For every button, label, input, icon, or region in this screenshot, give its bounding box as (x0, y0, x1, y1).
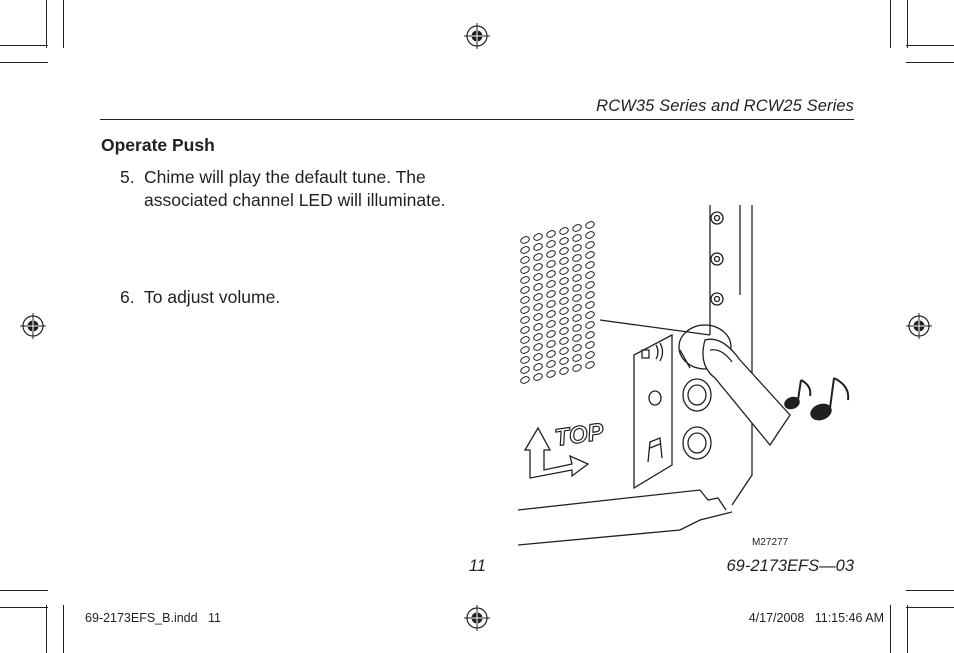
crop-mark (906, 62, 954, 63)
crop-mark (46, 0, 47, 48)
registration-mark-icon (20, 313, 46, 339)
crop-mark (906, 590, 954, 591)
crop-mark (0, 62, 48, 63)
crop-mark (63, 0, 64, 48)
step-5: 5. Chime will play the default tune. The… (120, 166, 500, 214)
crop-mark (0, 590, 48, 591)
step-6: 6. To adjust volume. (120, 286, 500, 310)
crop-mark (63, 605, 64, 653)
crop-mark (907, 605, 908, 653)
crop-mark (46, 605, 47, 653)
slug-filename: 69-2173EFS_B.indd 11 (85, 611, 221, 625)
header-rule (100, 119, 854, 120)
section-heading: Operate Push (101, 135, 215, 155)
registration-mark-icon (464, 23, 490, 49)
crop-mark (890, 605, 891, 653)
chime-volume-illustration: TOP (517, 205, 850, 546)
crop-mark (0, 607, 48, 608)
registration-mark-icon (906, 313, 932, 339)
top-label: TOP (553, 418, 606, 452)
page-number: 11 (468, 557, 486, 575)
figure-code: M27277 (752, 537, 789, 548)
step-number: 6. (120, 287, 135, 307)
running-header: RCW35 Series and RCW25 Series (596, 97, 854, 115)
document-number: 69-2173EFS—03 (726, 557, 855, 575)
crop-mark (906, 607, 954, 608)
step-number: 5. (120, 167, 135, 187)
slug-timestamp: 4/17/2008 11:15:46 AM (748, 611, 884, 625)
crop-mark (907, 0, 908, 48)
registration-mark-icon (464, 605, 490, 631)
step-text-line: Chime will play the default tune. The (144, 167, 426, 187)
step-text-line: associated channel LED will illuminate. (144, 190, 446, 210)
crop-mark (890, 0, 891, 48)
crop-mark (906, 45, 954, 46)
crop-mark (0, 45, 48, 46)
step-text-line: To adjust volume. (144, 287, 281, 307)
